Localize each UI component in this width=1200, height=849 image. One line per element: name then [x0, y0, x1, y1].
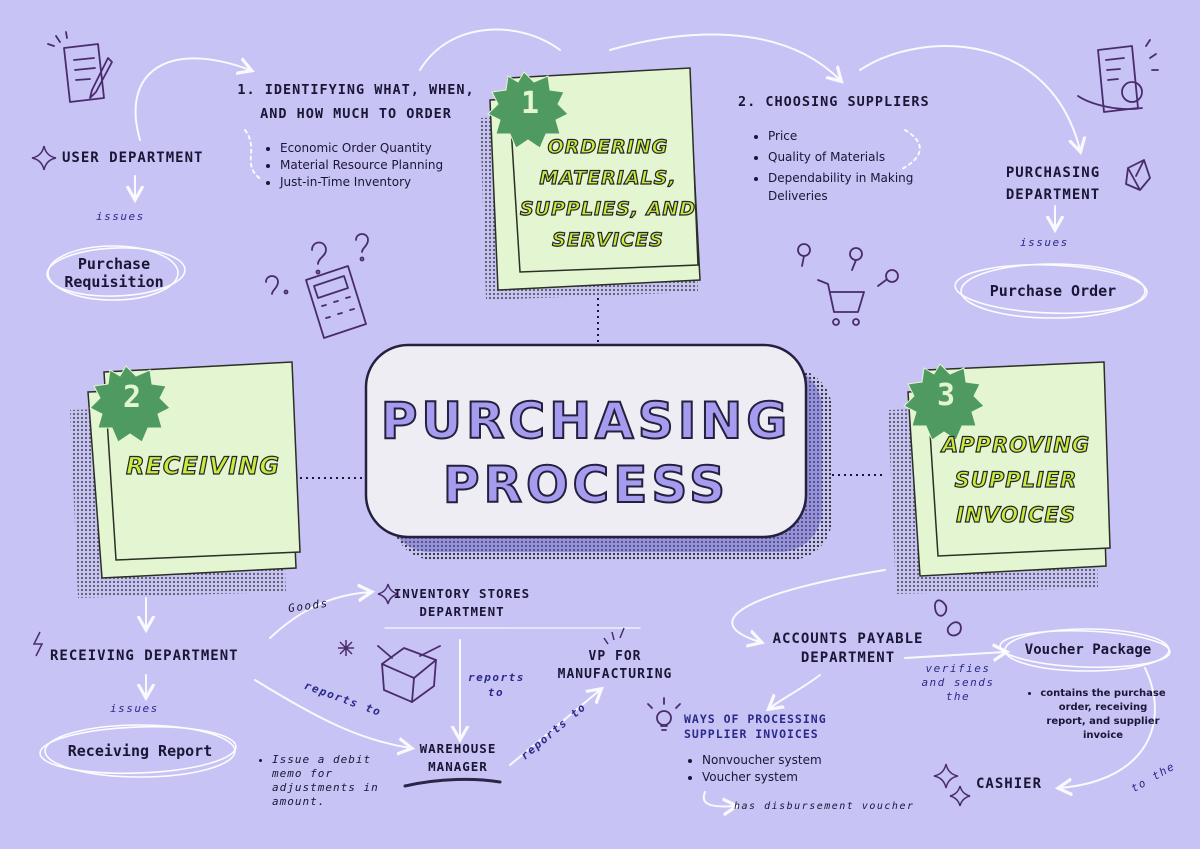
warehouse-manager-label: WAREHOUSE MANAGER — [419, 741, 497, 774]
sparkle-icon — [377, 583, 399, 605]
step-2-title: RECEIVING — [125, 451, 281, 480]
debit-memo-note: Issue a debit memo for adjustments in am… — [256, 750, 396, 812]
arrow-identify-to-choose-2 — [609, 33, 840, 80]
question-marks-icon — [265, 233, 369, 295]
box-icon — [377, 645, 441, 703]
invoice-icon — [1077, 39, 1159, 113]
inventory-reports-to-label: reports to — [468, 671, 525, 699]
title-card-shape — [364, 343, 832, 560]
receiving-report-label: Receiving Report — [67, 742, 213, 760]
user-department-label: USER DEPARTMENT — [62, 150, 204, 166]
list-item: Nonvoucher system — [702, 753, 872, 767]
arrow-user-to-identify — [134, 58, 250, 141]
arrow-approve-to-ap — [731, 569, 886, 642]
list-item: Voucher system — [702, 770, 872, 784]
user-issues-label: issues — [96, 210, 145, 223]
step-1-title: ORDERING MATERIALS, SUPPLIES, AND SERVIC… — [519, 135, 697, 251]
list-item: contains the purchase order, receiving r… — [1040, 687, 1166, 743]
arrow-ap-to-ways — [770, 674, 821, 708]
voucher-package-label: Voucher Package — [1024, 642, 1152, 658]
disbursement-voucher-note: has disbursement voucher — [734, 801, 915, 812]
sparkle-icon — [338, 640, 354, 656]
accounts-payable-label: ACCOUNTS PAYABLE DEPARTMENT — [772, 631, 924, 666]
step-1-number: 1 — [520, 86, 540, 121]
list-item: Economic Order Quantity — [280, 141, 500, 155]
step-3-title: APPROVING SUPPLIER INVOICES — [941, 432, 1091, 527]
main-title-line1: PURCHASING — [380, 391, 792, 451]
badge-2-shape — [89, 365, 171, 443]
choosing-heading: 2. CHOOSING SUPPLIERS — [738, 94, 930, 110]
badge-1-shape — [487, 71, 569, 149]
cashier-label: CASHIER — [976, 776, 1043, 792]
sparkle-icon — [31, 145, 57, 171]
identifying-heading: 1. IDENTIFYING WHAT, WHEN, AND HOW MUCH … — [237, 82, 475, 122]
receiving-department-label: RECEIVING DEPARTMENT — [50, 648, 239, 664]
sparkle-icon — [933, 763, 959, 789]
document-pen-icon — [47, 31, 113, 103]
list-item: Quality of Materials — [768, 148, 928, 166]
list-item: Just-in-Time Inventory — [280, 175, 500, 189]
arrow-identify-to-choose — [419, 28, 561, 71]
list-item: Price — [768, 127, 928, 145]
step-3-number: 3 — [936, 378, 956, 413]
choosing-list: Price Quality of Materials Dependability… — [752, 124, 928, 208]
badge-3-shape — [903, 363, 985, 441]
voucher-package-contents: contains the purchase order, receiving r… — [1024, 684, 1166, 746]
sparkle-icon — [949, 785, 971, 807]
inventory-stores-label: INVENTORY STORES DEPARTMENT — [393, 586, 531, 619]
verifies-sends-label: verifies and sends the — [921, 662, 995, 703]
arrow-ap-to-voucher — [904, 652, 1005, 658]
purchase-order-label: Purchase Order — [989, 282, 1117, 300]
receiving-issues-label: issues — [110, 702, 159, 715]
list-item: Issue a debit memo for adjustments in am… — [272, 753, 396, 809]
vp-manufacturing-label: VP FOR MANUFACTURING — [557, 649, 673, 682]
list-item: Material Resource Planning — [280, 158, 500, 172]
list-item: Dependability in Making Deliveries — [768, 169, 928, 205]
step-2-number: 2 — [122, 380, 142, 415]
identifying-list: Economic Order Quantity Material Resourc… — [264, 138, 500, 192]
lightning-icon — [32, 631, 44, 657]
ways-list: Nonvoucher system Voucher system — [686, 750, 872, 787]
arrow-voucher-to-cashier — [1060, 667, 1156, 788]
arrow-recv-to-warehouse — [254, 679, 410, 748]
leaves-icon — [934, 599, 962, 637]
purchasing-issues-label: issues — [1020, 236, 1069, 249]
arrow-goods — [269, 592, 370, 639]
ways-heading: WAYS OF PROCESSING SUPPLIER INVOICES — [684, 712, 827, 741]
purchase-requisition-label: Purchase Requisition — [64, 255, 164, 291]
calculator-icon — [305, 265, 367, 339]
main-title-line2: PROCESS — [442, 455, 730, 515]
arrow-choose-to-purchasing — [859, 45, 1080, 150]
arrow-warehouse-to-vp — [509, 690, 600, 766]
purchasing-department-label: PURCHASING DEPARTMENT — [1005, 165, 1101, 203]
diamond-icon — [1125, 159, 1151, 191]
lightbulb-icon — [647, 697, 681, 731]
shopping-cart-icon — [797, 243, 899, 326]
